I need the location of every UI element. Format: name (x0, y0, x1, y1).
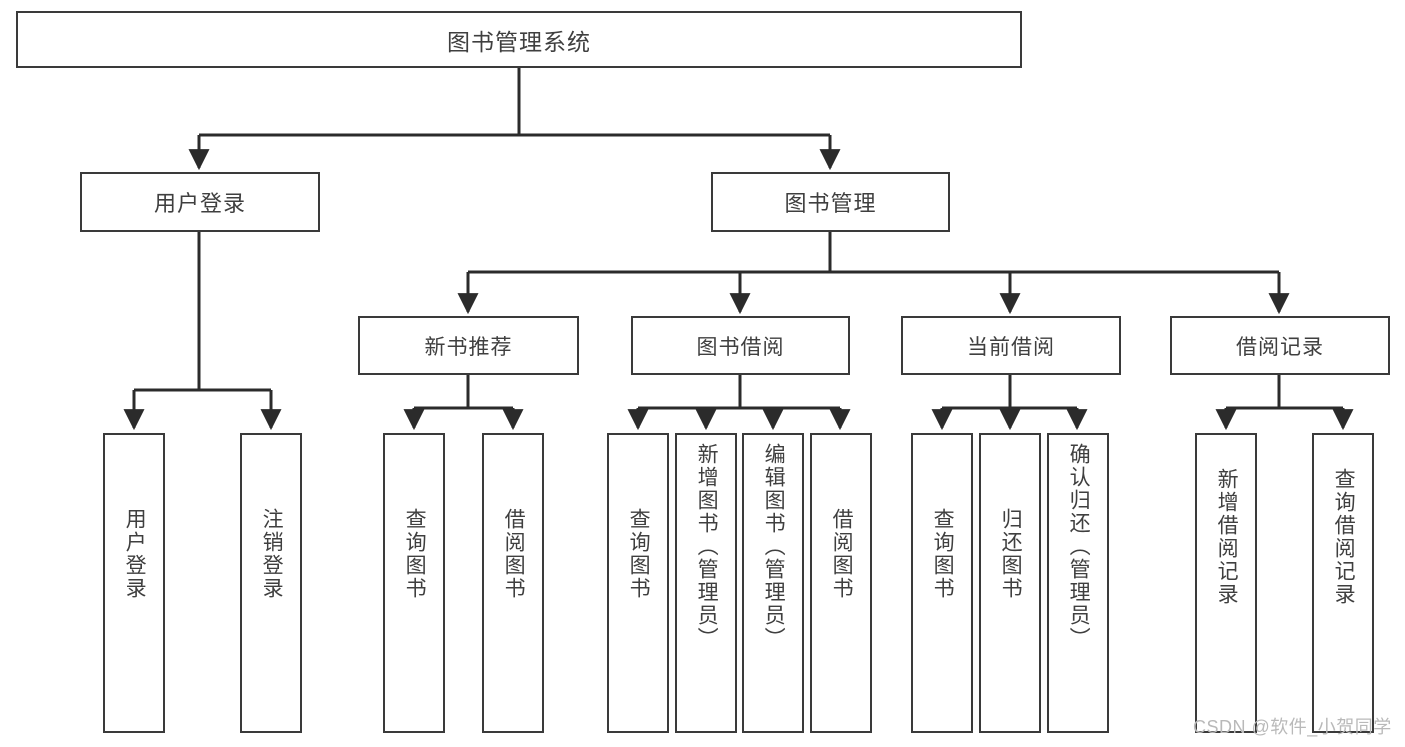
csdn-watermark: CSDN @软件_小贺同学 (1193, 717, 1392, 737)
leaf-add-record-label: 新增借阅记录 (1215, 468, 1239, 606)
leaf-query-record-label: 查询借阅记录 (1332, 468, 1356, 606)
leaf-user-login-label: 用户登录 (123, 508, 147, 600)
node-leaf-user-logout[interactable]: 注销登录 (240, 433, 302, 733)
node-book-borrow[interactable]: 图书借阅 (631, 316, 850, 375)
node-new-book-recommend[interactable]: 新书推荐 (358, 316, 579, 375)
node-borrow-record-label: 借阅记录 (1236, 335, 1324, 359)
node-leaf-query-record[interactable]: 查询借阅记录 (1312, 433, 1374, 733)
node-book-management[interactable]: 图书管理 (711, 172, 950, 232)
node-leaf-edit-book[interactable]: 编辑图书（管理员） (742, 433, 804, 733)
leaf-add-book-label: 新增图书（管理员） (695, 443, 719, 650)
node-current-borrow[interactable]: 当前借阅 (901, 316, 1121, 375)
node-leaf-add-record[interactable]: 新增借阅记录 (1195, 433, 1257, 733)
leaf-return-book-label: 归还图书 (999, 508, 1023, 600)
node-new-book-recommend-label: 新书推荐 (424, 335, 513, 359)
node-book-borrow-label: 图书借阅 (696, 335, 785, 359)
leaf-query-book-1-label: 查询图书 (403, 508, 427, 600)
node-leaf-query-book-1[interactable]: 查询图书 (383, 433, 445, 733)
node-root-label: 图书管理系统 (447, 28, 591, 55)
node-user-login[interactable]: 用户登录 (80, 172, 320, 232)
node-leaf-query-book-2[interactable]: 查询图书 (607, 433, 669, 733)
node-leaf-borrow-book-1[interactable]: 借阅图书 (482, 433, 544, 733)
leaf-user-logout-label: 注销登录 (260, 508, 284, 600)
leaf-borrow-book-2-label: 借阅图书 (830, 508, 854, 600)
node-leaf-confirm-return[interactable]: 确认归还（管理员） (1047, 433, 1109, 733)
node-leaf-add-book[interactable]: 新增图书（管理员） (675, 433, 737, 733)
node-leaf-borrow-book-2[interactable]: 借阅图书 (810, 433, 872, 733)
node-root[interactable]: 图书管理系统 (16, 11, 1022, 68)
node-book-management-label: 图书管理 (784, 191, 877, 216)
leaf-confirm-return-label: 确认归还（管理员） (1067, 443, 1091, 650)
node-user-login-label: 用户登录 (153, 191, 246, 216)
leaf-query-book-3-label: 查询图书 (931, 508, 955, 600)
node-leaf-return-book[interactable]: 归还图书 (979, 433, 1041, 733)
leaf-edit-book-label: 编辑图书（管理员） (762, 443, 786, 650)
node-leaf-user-login[interactable]: 用户登录 (103, 433, 165, 733)
leaf-query-book-2-label: 查询图书 (627, 508, 651, 600)
node-leaf-query-book-3[interactable]: 查询图书 (911, 433, 973, 733)
node-borrow-record[interactable]: 借阅记录 (1170, 316, 1390, 375)
node-current-borrow-label: 当前借阅 (967, 335, 1055, 359)
leaf-borrow-book-1-label: 借阅图书 (502, 508, 526, 600)
